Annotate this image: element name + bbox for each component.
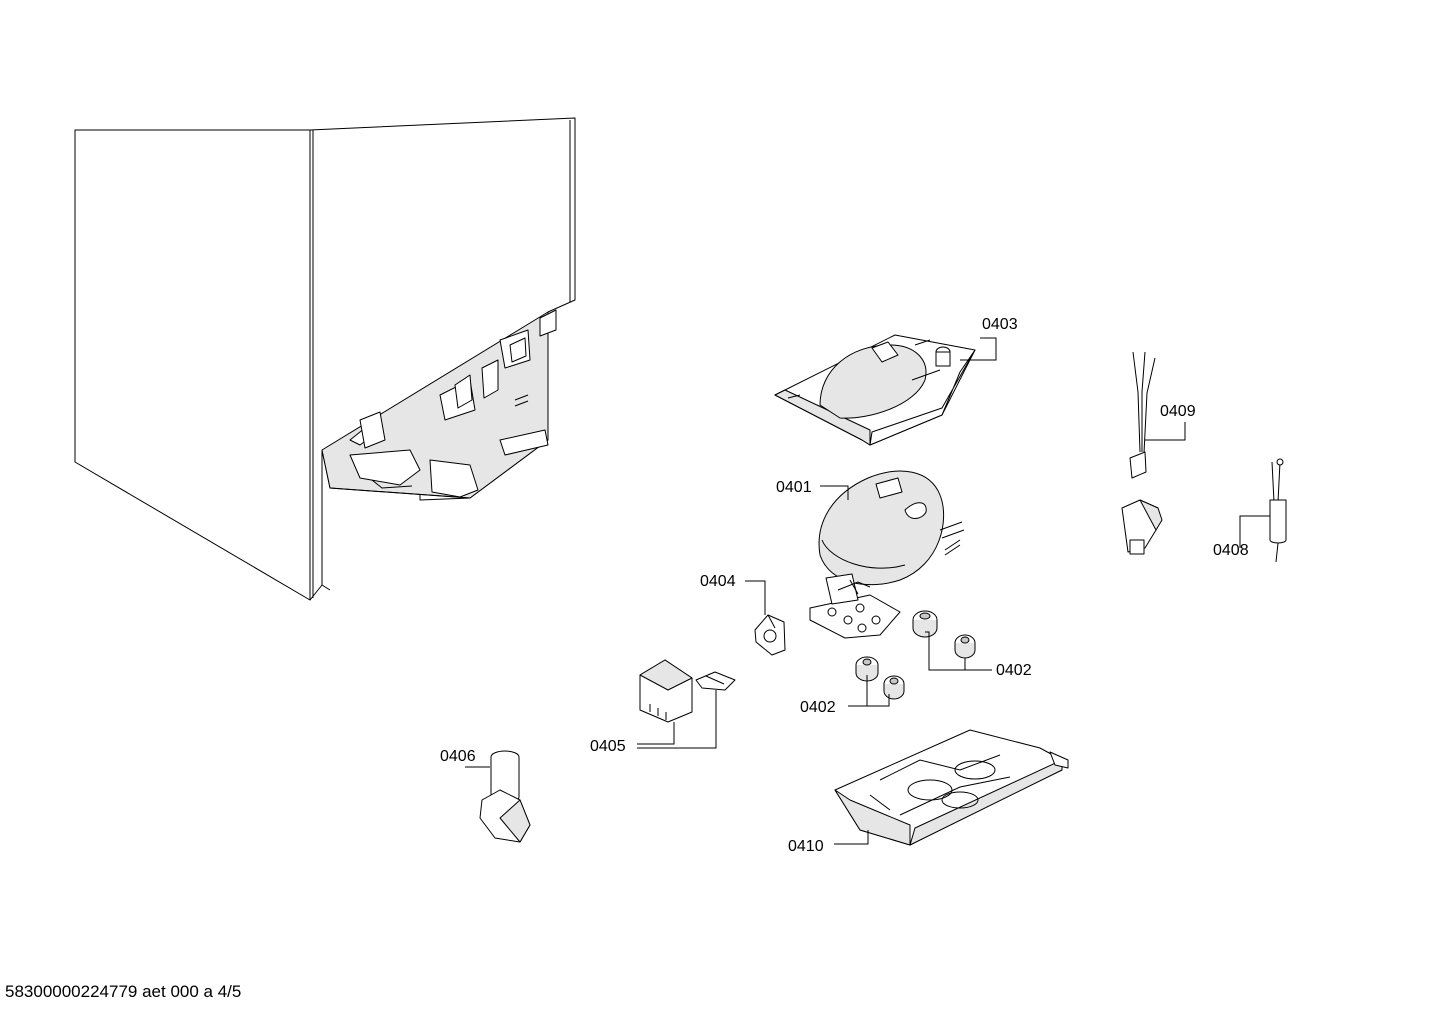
label-0410: 0410 (788, 838, 824, 855)
label-0404: 0404 (700, 573, 736, 590)
part-0401-compressor (809, 470, 965, 639)
part-0405-covers (639, 659, 736, 723)
label-0405: 0405 (590, 738, 626, 755)
appliance-cabinet (74, 117, 576, 601)
part-0403-tray (774, 334, 976, 446)
label-0401: 0401 (776, 479, 812, 496)
callout-labels: 0403 0401 0409 0408 0404 0402 0402 0405 … (440, 316, 1249, 855)
part-0406-bracket (479, 750, 531, 843)
label-0402-right: 0402 (996, 662, 1032, 679)
leader-lines (465, 337, 1270, 845)
part-0408-sensor (1269, 458, 1287, 563)
label-0406: 0406 (440, 748, 476, 765)
part-0410-base-frame (834, 729, 1069, 846)
document-reference: 58300000224779 aet 000 a 4/5 (5, 982, 242, 1001)
part-0402-grommets (855, 610, 976, 700)
part-0404-relay (754, 614, 786, 656)
label-0408: 0408 (1213, 542, 1249, 559)
part-0409-cord (1121, 351, 1163, 555)
label-0402-lower: 0402 (800, 699, 836, 716)
label-0403: 0403 (982, 316, 1018, 333)
label-0409: 0409 (1160, 403, 1196, 420)
